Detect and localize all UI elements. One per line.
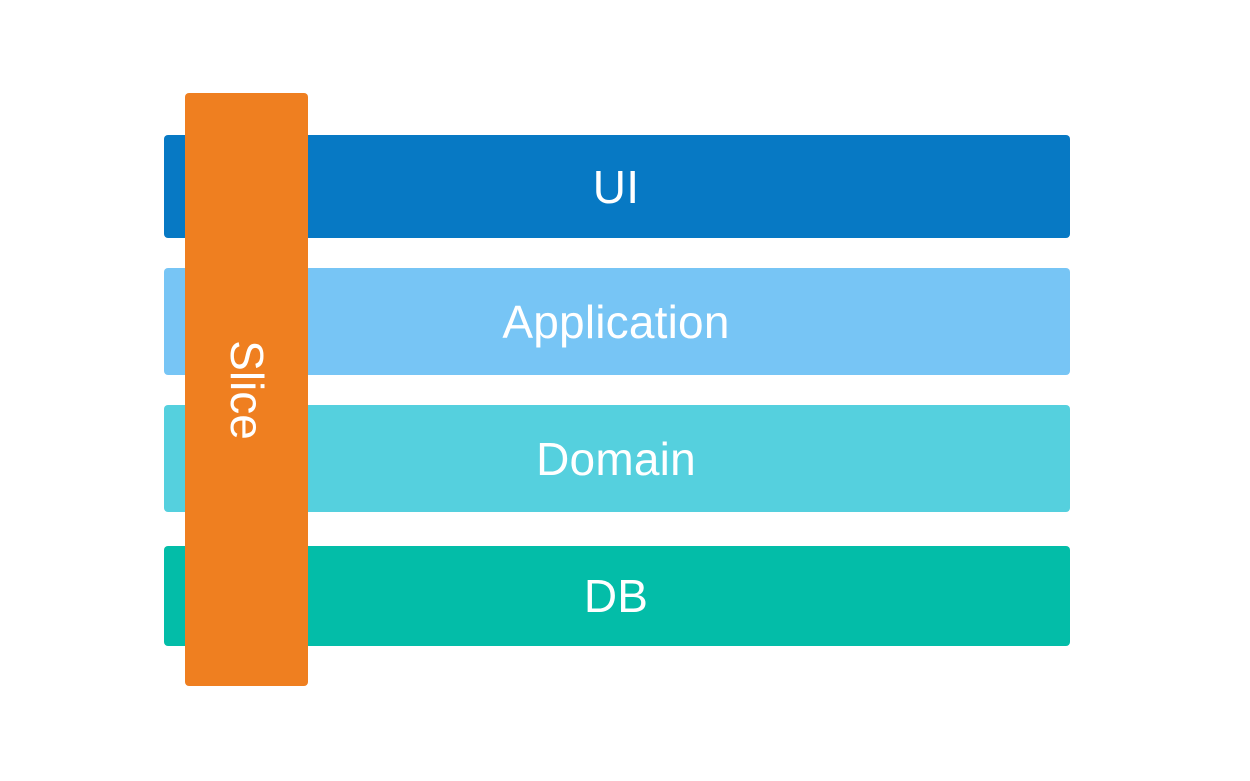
layer-bar-ui[interactable]: UI — [164, 135, 1070, 238]
layer-bar-domain[interactable]: Domain — [164, 405, 1070, 512]
layer-bar-db[interactable]: DB — [164, 546, 1070, 646]
layer-bar-application[interactable]: Application — [164, 268, 1070, 375]
layer-label-db: DB — [583, 570, 649, 622]
slice-column[interactable]: Slice — [185, 93, 308, 686]
layer-label-application: Application — [502, 295, 730, 348]
layer-label-ui: UI — [592, 160, 640, 213]
slice-label: Slice — [220, 339, 273, 440]
layer-label-domain: Domain — [536, 432, 696, 485]
